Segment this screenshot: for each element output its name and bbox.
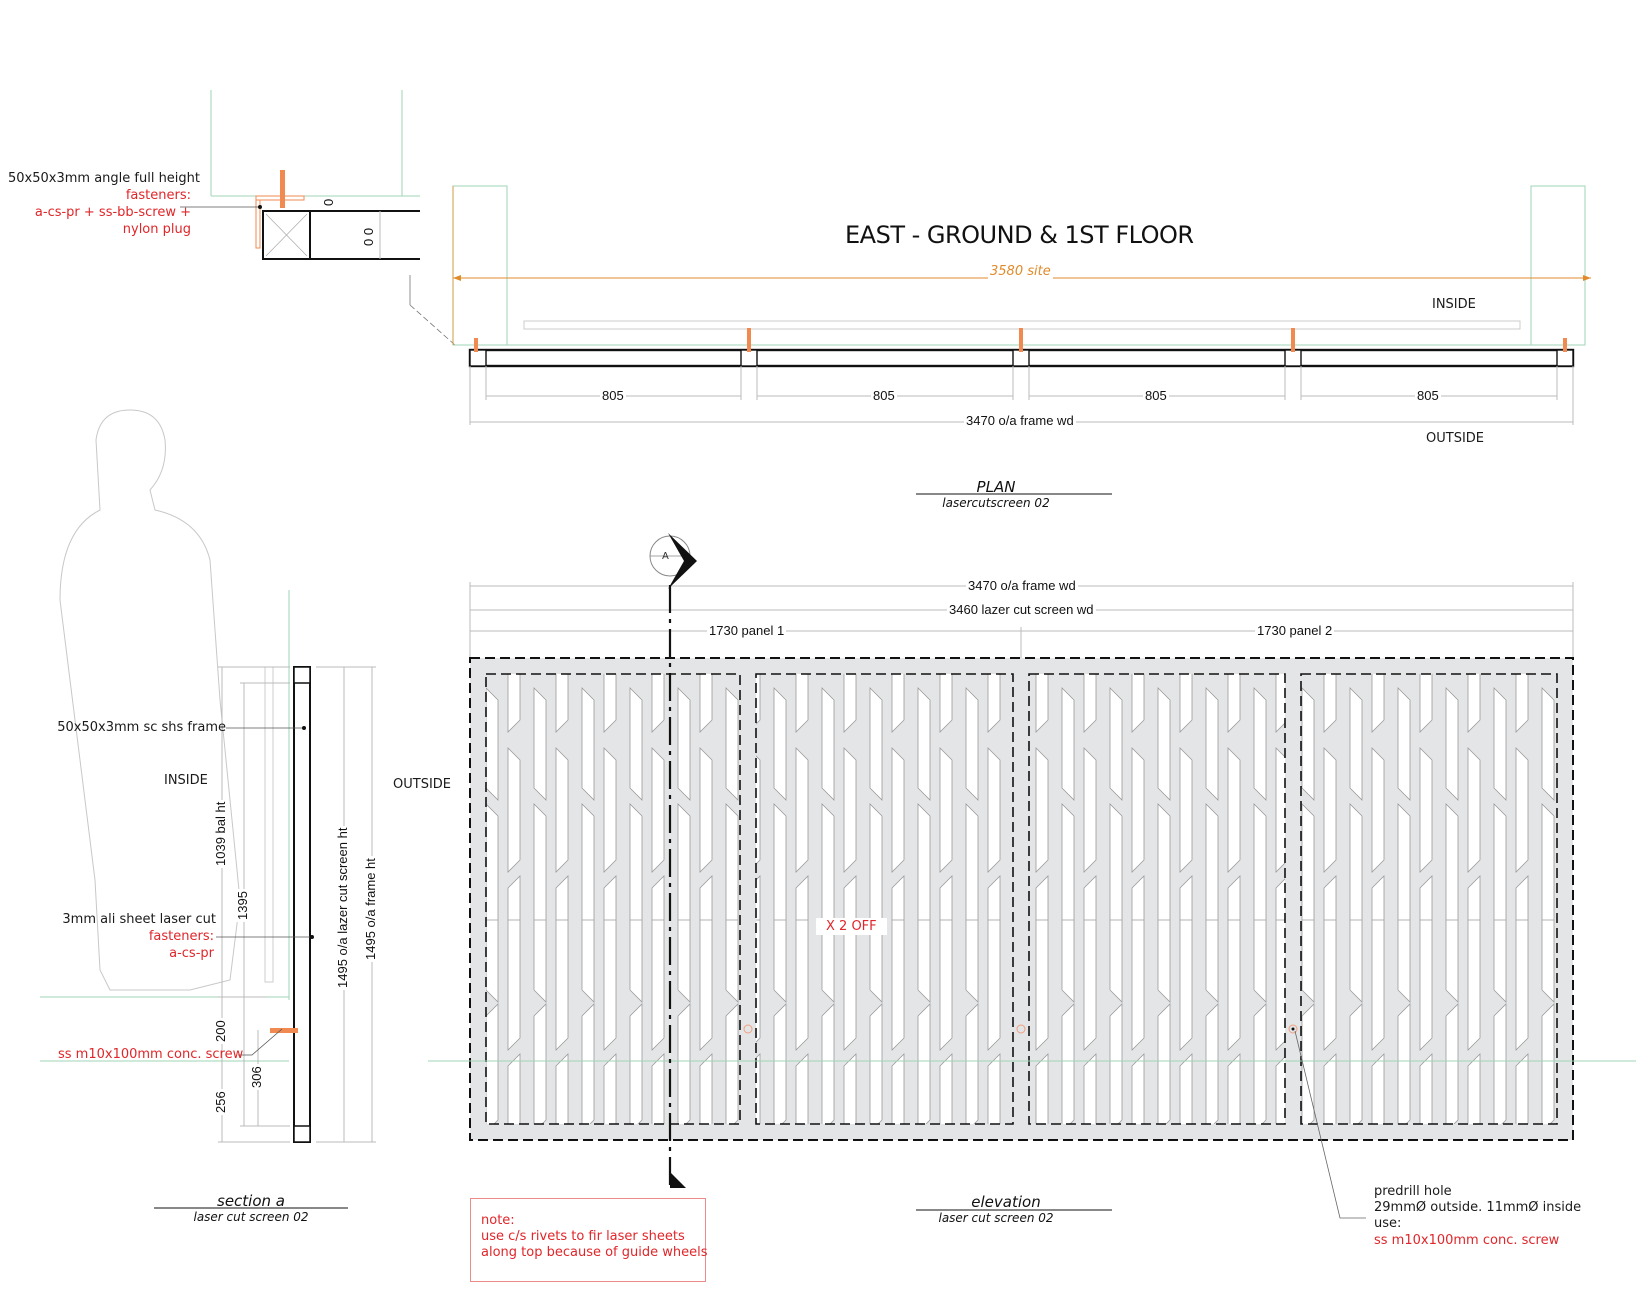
plan-inside-label: INSIDE — [1432, 297, 1476, 312]
dim-frame-ht: 1495 o/a frame ht — [363, 856, 378, 962]
section-caption-sub: laser cut screen 02 — [193, 1210, 309, 1224]
sheet-label: 3mm ali sheet laser cut — [62, 912, 216, 927]
dim-200: 200 — [213, 1018, 228, 1044]
angle-detail — [180, 90, 456, 346]
predrill-use: use: — [1374, 1216, 1402, 1231]
plan-bay-dim-2: 805 — [871, 388, 897, 403]
note-box: note: use c/s rivets to fir laser sheets… — [470, 1198, 708, 1282]
plan-bay-dim-4: 805 — [1415, 388, 1441, 403]
angle-fasteners-line1: a-cs-pr + ss-bb-screw + — [34, 205, 191, 220]
dim-1395: 1395 — [235, 889, 250, 922]
dim-306: 306 — [249, 1064, 264, 1090]
angle-label: 50x50x3mm angle full height — [8, 171, 201, 186]
site-dim: 3580 site — [988, 264, 1053, 279]
section-caption: section a — [217, 1192, 285, 1210]
elev-screen-wd-dim: 3460 lazer cut screen wd — [947, 602, 1096, 617]
elev-panel-1-dim: 1730 panel 1 — [707, 623, 787, 638]
section-inside-label: INSIDE — [164, 773, 208, 788]
sheet-fasteners-title: fasteners: — [148, 929, 214, 944]
elevation-caption-sub: laser cut screen 02 — [938, 1211, 1054, 1225]
predrill-screw: ss m10x100mm conc. screw — [1374, 1233, 1560, 1248]
sheet-fasteners: a-cs-pr — [169, 946, 214, 961]
section-screw-label: ss m10x100mm conc. screw — [58, 1047, 244, 1062]
predrill-title: predrill hole — [1374, 1184, 1452, 1199]
elevation-view — [428, 533, 1636, 1219]
elev-frame-wd-dim: 3470 o/a frame wd — [966, 578, 1078, 593]
gap-dim-2: 0 0 — [361, 225, 376, 248]
frame-label: 50x50x3mm sc shs frame — [57, 720, 226, 735]
section-marker-letter: A — [662, 551, 669, 562]
predrill-size: 29mmØ outside. 11mmØ inside — [1374, 1200, 1582, 1215]
plan-bay-dim-1: 805 — [600, 388, 626, 403]
note-line-1: use c/s rivets to fir laser sheets — [481, 1229, 685, 1244]
dim-256: 256 — [213, 1089, 228, 1115]
section-a-view — [40, 409, 376, 1209]
angle-fasteners-title: fasteners: — [125, 188, 191, 203]
elev-panel-2-dim: 1730 panel 2 — [1255, 623, 1335, 638]
plan-outside-label: OUTSIDE — [1426, 431, 1484, 446]
angle-fasteners-line2: nylon plug — [122, 222, 191, 237]
quantity-label: X 2 OFF — [816, 918, 887, 935]
gap-dim-1: 0 — [321, 196, 336, 208]
plan-overall-dim: 3470 o/a frame wd — [964, 413, 1076, 428]
elevation-caption: elevation — [971, 1193, 1041, 1211]
plan-bay-dim-3: 805 — [1143, 388, 1169, 403]
note-line-2: along top because of guide wheels — [481, 1245, 708, 1260]
section-outside-label: OUTSIDE — [393, 777, 451, 792]
dim-bal-ht: 1039 bal ht — [213, 799, 228, 868]
plan-caption: PLAN — [976, 478, 1016, 496]
plan-caption-sub: lasercutscreen 02 — [942, 496, 1050, 510]
plan-view — [452, 185, 1591, 495]
dim-screen-ht: 1495 o/a lazer cut screen ht — [335, 825, 350, 990]
drawing-title: EAST - GROUND & 1ST FLOOR — [845, 221, 1194, 249]
note-title: note: — [481, 1213, 515, 1228]
